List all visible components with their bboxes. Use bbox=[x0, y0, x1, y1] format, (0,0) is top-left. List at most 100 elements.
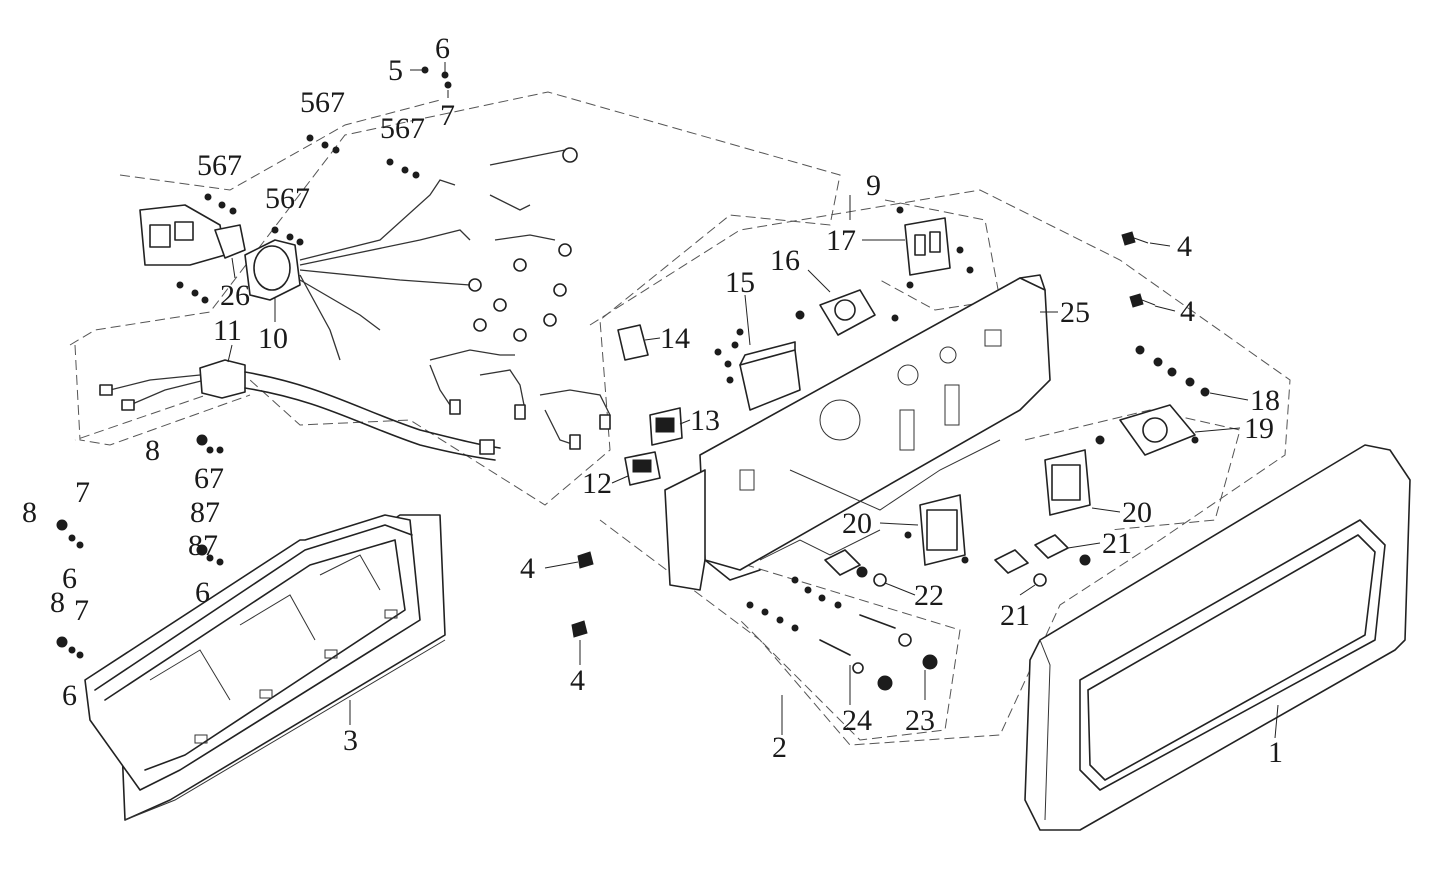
callout-14: 14 bbox=[660, 322, 690, 355]
screw-567d-2 bbox=[286, 233, 294, 241]
rocker-switch-12-face bbox=[632, 459, 652, 473]
tray-rib-2 bbox=[239, 594, 316, 641]
screw-567b-2 bbox=[401, 166, 409, 174]
callout-18: 18 bbox=[1250, 384, 1280, 417]
cord-group-outline bbox=[74, 344, 251, 446]
tray-tab-4 bbox=[384, 609, 398, 619]
breaker-17-toggle-1 bbox=[914, 234, 926, 256]
receptacle-16-screw-1 bbox=[795, 310, 805, 320]
harness-wire-7 bbox=[489, 194, 531, 211]
washer-8b-2 bbox=[76, 541, 84, 549]
spade-terminal-1 bbox=[449, 399, 461, 415]
terminal-21a bbox=[1034, 534, 1069, 559]
leader-21b bbox=[1019, 584, 1036, 596]
callout-labels: 1 2 3 4 4 4 4 5 6 7 567 567 567 567 8 67… bbox=[22, 32, 1283, 769]
outlet-20b-screw-1 bbox=[904, 531, 912, 539]
washer-7-top bbox=[444, 81, 452, 89]
callout-24: 24 bbox=[842, 704, 872, 737]
harness-wire-4 bbox=[299, 274, 341, 361]
callout-5: 5 bbox=[388, 54, 403, 87]
callout-9: 9 bbox=[866, 169, 881, 202]
callout-7b: 7 bbox=[75, 476, 90, 509]
receptacle-19-face bbox=[1142, 417, 1168, 443]
outlet-group-outline bbox=[1024, 409, 1241, 531]
terminal-21b bbox=[994, 549, 1029, 574]
binding-post-23-shaft bbox=[859, 614, 896, 629]
frame-side-edge bbox=[1039, 639, 1051, 821]
tray-tab-2 bbox=[259, 689, 273, 699]
callout-25: 25 bbox=[1060, 296, 1090, 329]
callout-67a: 67 bbox=[194, 462, 224, 495]
leader-4b bbox=[1154, 305, 1176, 312]
callout-6c: 6 bbox=[195, 576, 210, 609]
callout-19: 19 bbox=[1244, 412, 1274, 445]
spade-terminal-2 bbox=[514, 404, 526, 420]
screw-4b-head bbox=[1129, 293, 1144, 308]
power-cord bbox=[99, 359, 501, 461]
leader-lines bbox=[227, 62, 1279, 739]
tray-inner-wall bbox=[104, 539, 406, 771]
callout-567b: 567 bbox=[380, 112, 425, 145]
control-panel bbox=[664, 274, 1051, 591]
tray-rim bbox=[94, 524, 413, 691]
module-15 bbox=[739, 349, 801, 411]
washer-18-3 bbox=[1167, 367, 1177, 377]
callout-22: 22 bbox=[914, 579, 944, 612]
callout-23: 23 bbox=[905, 704, 935, 737]
screw-4d-head bbox=[571, 620, 588, 638]
outlet-20a bbox=[1044, 449, 1091, 516]
leader-21a bbox=[1067, 542, 1101, 549]
callout-21a: 21 bbox=[1102, 527, 1132, 560]
kit-washer-7 bbox=[776, 616, 784, 624]
callout-7c: 7 bbox=[74, 594, 89, 627]
breaker-17-screw-2 bbox=[956, 246, 964, 254]
washer-6-top bbox=[441, 71, 449, 79]
screw-567a-1 bbox=[306, 134, 314, 142]
leader-26 bbox=[231, 257, 236, 279]
callout-16: 16 bbox=[770, 244, 800, 277]
callout-567d: 567 bbox=[265, 182, 310, 215]
outlets-and-terminals bbox=[746, 345, 1210, 691]
kit-washer-5 bbox=[746, 601, 754, 609]
tray-rib-1 bbox=[149, 649, 231, 701]
nut-8d bbox=[56, 636, 68, 648]
tray-body bbox=[84, 514, 421, 791]
callout-1: 1 bbox=[1268, 736, 1283, 769]
panel-lower-fold bbox=[704, 559, 761, 581]
ring-terminal-2 bbox=[513, 258, 527, 272]
cord-terminal-2 bbox=[121, 399, 135, 411]
leader-16 bbox=[807, 269, 831, 293]
washer-8c-2 bbox=[216, 558, 224, 566]
grommet-10-ring bbox=[253, 245, 291, 291]
panel-slot-4 bbox=[984, 329, 1002, 347]
harness-wire-10 bbox=[429, 364, 451, 406]
switch-14 bbox=[617, 324, 649, 361]
panel-hole-2 bbox=[897, 364, 919, 386]
harness-wire-9 bbox=[429, 349, 515, 361]
callout-8c: 8 bbox=[50, 586, 65, 619]
switches-and-breakers bbox=[617, 206, 974, 486]
harness-wire-11 bbox=[479, 369, 526, 411]
outlet-20b bbox=[919, 494, 966, 566]
kit-washer-2 bbox=[804, 586, 812, 594]
callout-17: 17 bbox=[826, 224, 856, 257]
terminal-21b-nut bbox=[1033, 573, 1047, 587]
leader-18 bbox=[1209, 392, 1249, 401]
receptacle-19-screw-2 bbox=[1191, 436, 1199, 444]
tray-lower-edge bbox=[124, 639, 446, 821]
callout-8a: 8 bbox=[145, 434, 160, 467]
callout-11: 11 bbox=[213, 314, 242, 347]
washer-8b-1 bbox=[68, 534, 76, 542]
breaker-17-screw-3 bbox=[966, 266, 974, 274]
callout-6e: 6 bbox=[62, 679, 77, 712]
panel-plate bbox=[699, 277, 1051, 571]
panel-top-fold bbox=[1019, 274, 1046, 291]
tray-tab-1 bbox=[194, 734, 208, 744]
kit-washer-1 bbox=[791, 576, 799, 584]
panel-slot-2 bbox=[944, 384, 960, 426]
grommet-10 bbox=[244, 239, 301, 301]
binding-post-23-cap bbox=[922, 654, 938, 670]
terminal-22-nut bbox=[873, 573, 887, 587]
